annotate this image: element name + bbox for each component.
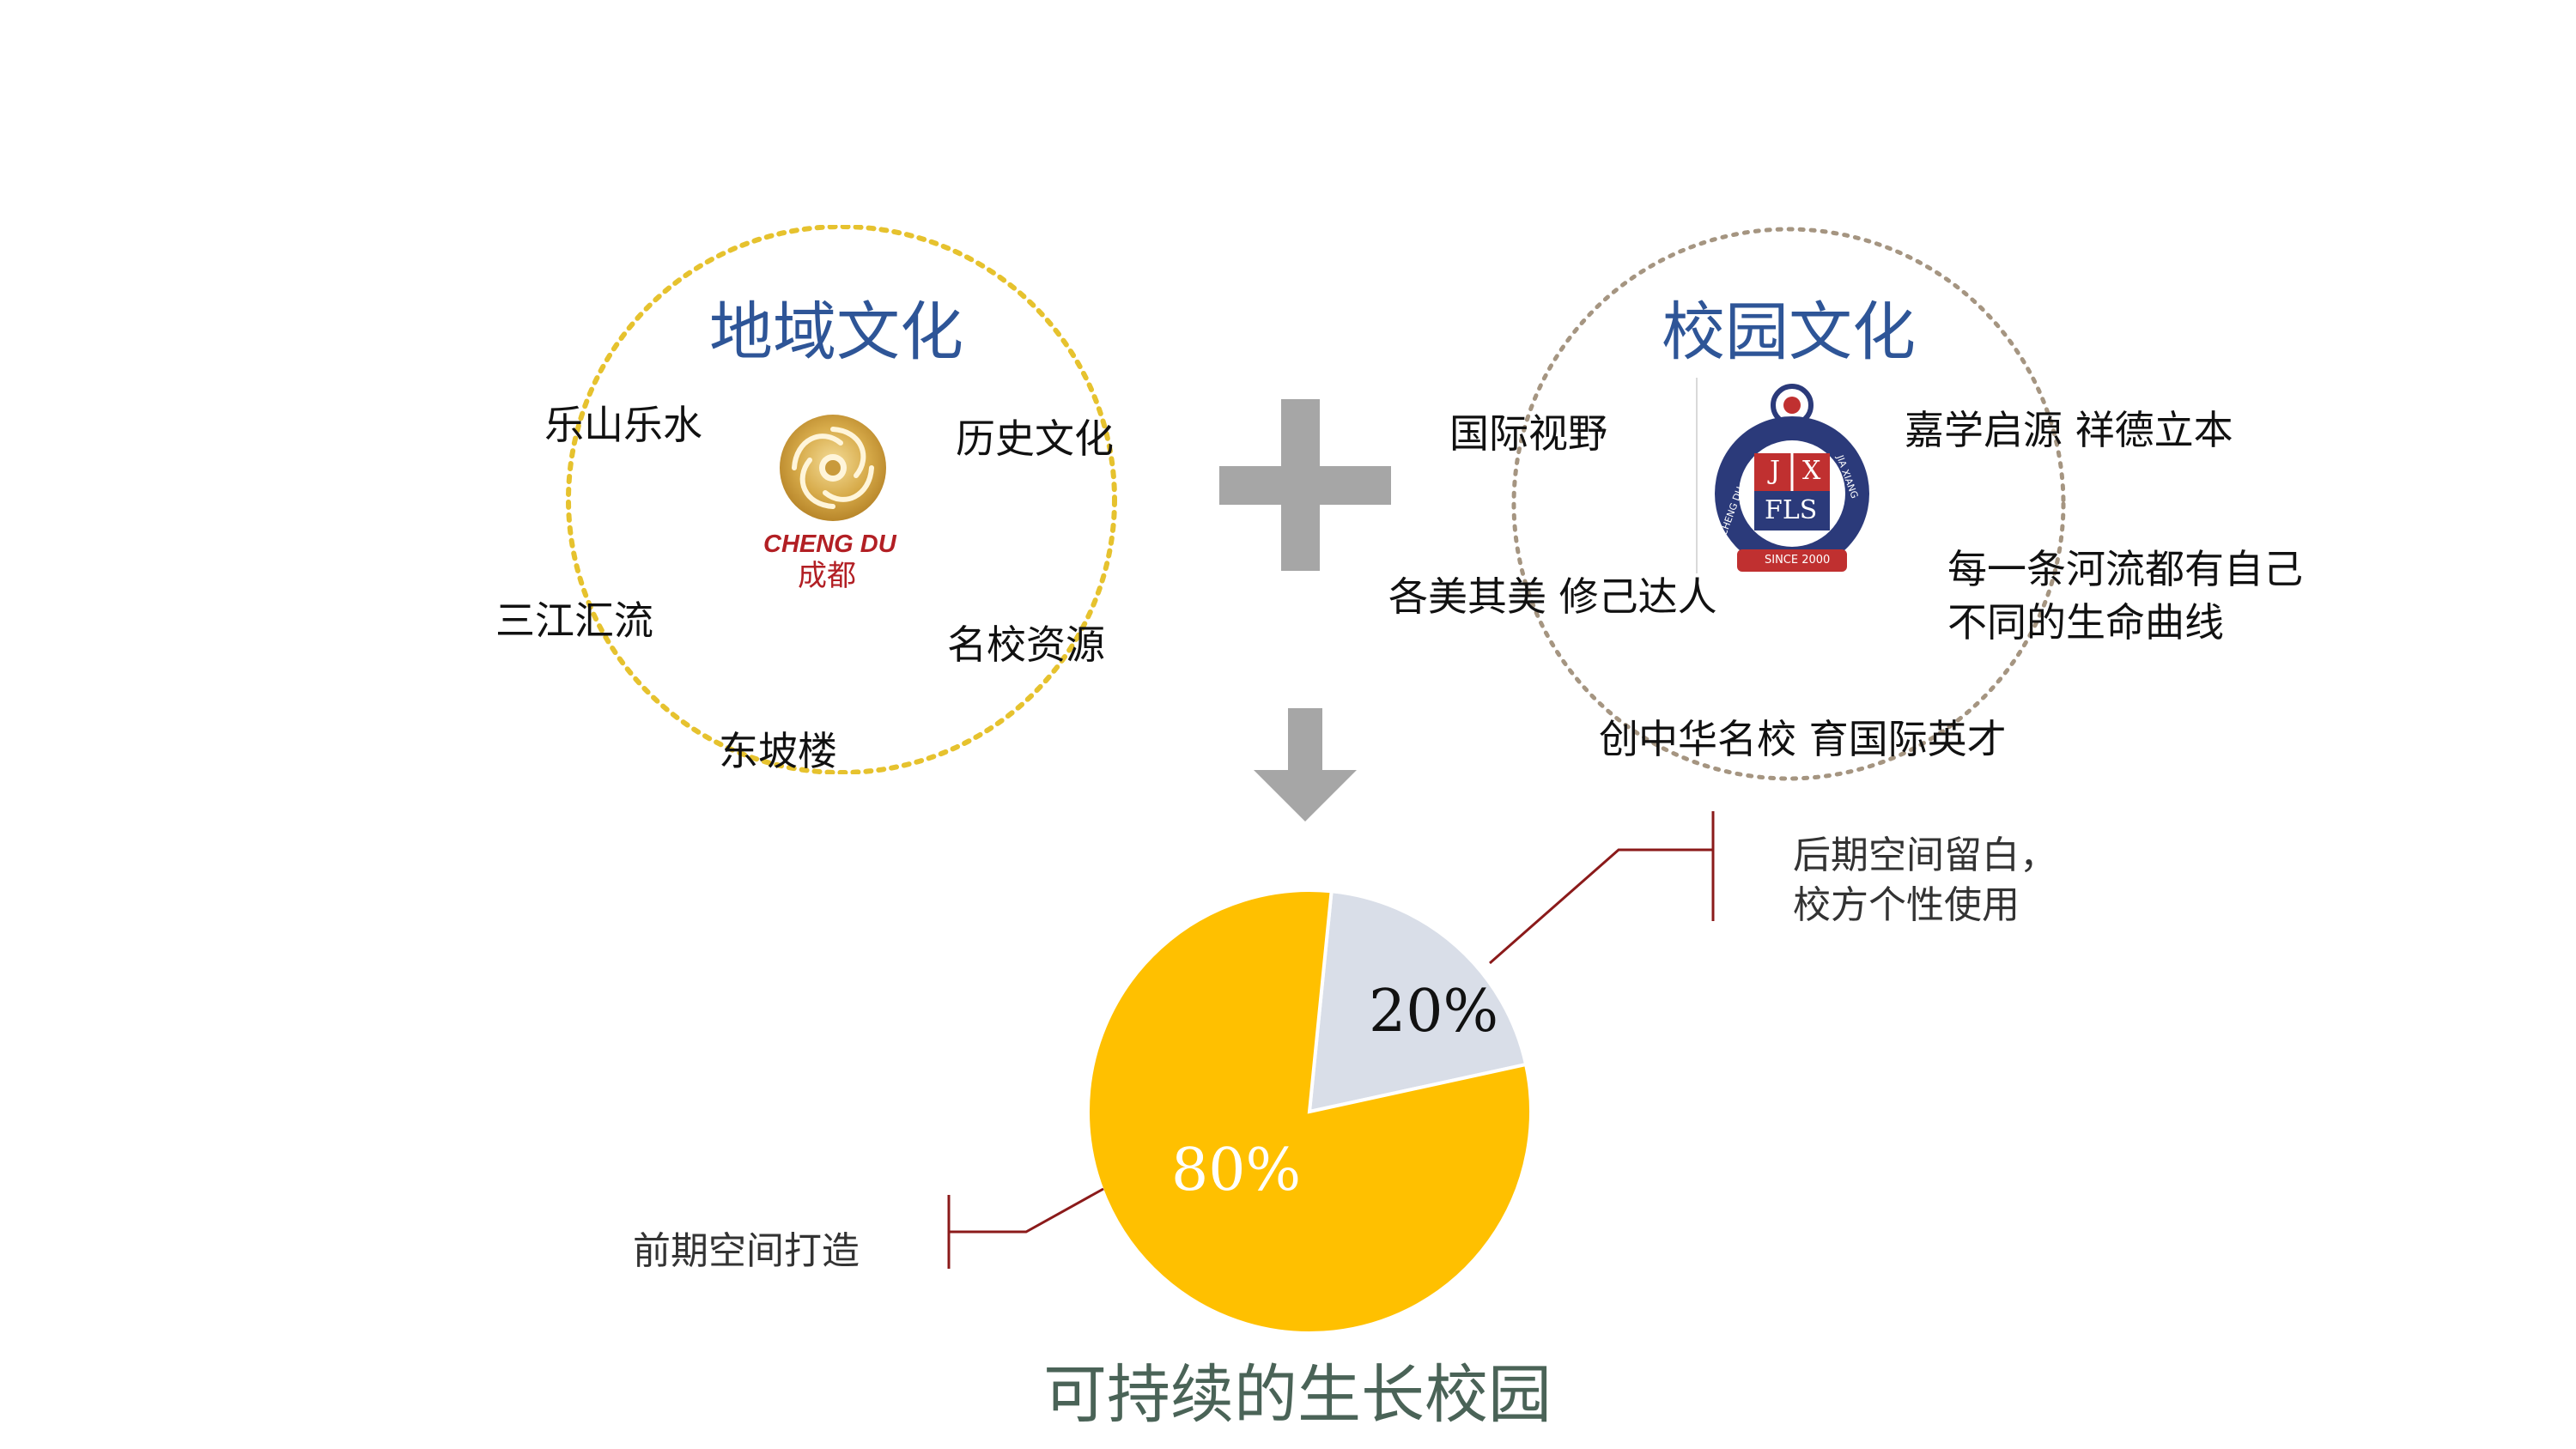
seal-ring-bottom-text: SINCE 2000: [1765, 554, 1831, 567]
leader-line-80: [949, 1187, 1104, 1234]
seal-letters-fls: FLS: [1765, 498, 1817, 524]
bottom-title: 可持续的生长校园: [1043, 1358, 1552, 1432]
seal-letter-f: F: [1765, 495, 1783, 525]
note-later-space: 后期空间留白， 校方个性使用: [1793, 834, 2057, 927]
arrow-down-icon: [1254, 708, 1357, 822]
pie-chart: [1086, 888, 1533, 1335]
seal-letter-j: J: [1770, 456, 1781, 486]
slice-label-20: 20%: [1369, 978, 1499, 1046]
campus-culture-title: 校园文化: [1662, 295, 1916, 369]
slice-label-80: 80%: [1171, 1137, 1302, 1204]
regional-culture-title: 地域文化: [709, 295, 963, 369]
keyword-history-culture: 历史文化: [956, 415, 1114, 462]
leader-line-20: [1489, 848, 1713, 965]
school-seal-logo: J X FLS CHENG DU JIA XIANG SINCE 2000: [1696, 378, 1876, 584]
campus-culture-circle: [1511, 227, 2066, 781]
regional-culture-circle: [566, 225, 1117, 774]
seal-letter-s: S: [1799, 495, 1818, 525]
keyword-school-motto: 嘉学启源 祥德立本: [1905, 407, 2233, 453]
keyword-famous-schools: 名校资源: [947, 621, 1105, 668]
seal-letter-x: X: [1802, 456, 1821, 486]
seal-letter-l: L: [1782, 495, 1800, 525]
keyword-beauty-selfcultivation: 各美其美 修己达人: [1388, 573, 1717, 620]
note-early-space: 前期空间打造: [633, 1229, 860, 1273]
keyword-leshan-leshui: 乐山乐水: [544, 402, 702, 448]
chengdu-logo-en: CHENG DU: [763, 530, 896, 558]
keyword-dongpo-tower: 东坡楼: [719, 728, 837, 774]
plus-icon: [1219, 399, 1391, 571]
school-seal-icon: [1715, 384, 1869, 572]
logo-frame-line: [1696, 378, 1698, 573]
keyword-global-vision: 国际视野: [1449, 410, 1607, 457]
keyword-three-rivers: 三江汇流: [495, 597, 653, 644]
keyword-river-life-curve: 每一条河流都有自己不同的生命曲线: [1947, 546, 2303, 646]
chengdu-logo-cn: 成都: [798, 559, 856, 593]
chengdu-swirl-icon: [780, 415, 886, 521]
pie-slice-20: [1307, 889, 1528, 1114]
chengdu-logo: CHENG DU 成都: [760, 403, 906, 592]
pie-slice-80: [1086, 888, 1533, 1335]
keyword-create-famous-school: 创中华名校 育国际英才: [1599, 716, 2007, 762]
